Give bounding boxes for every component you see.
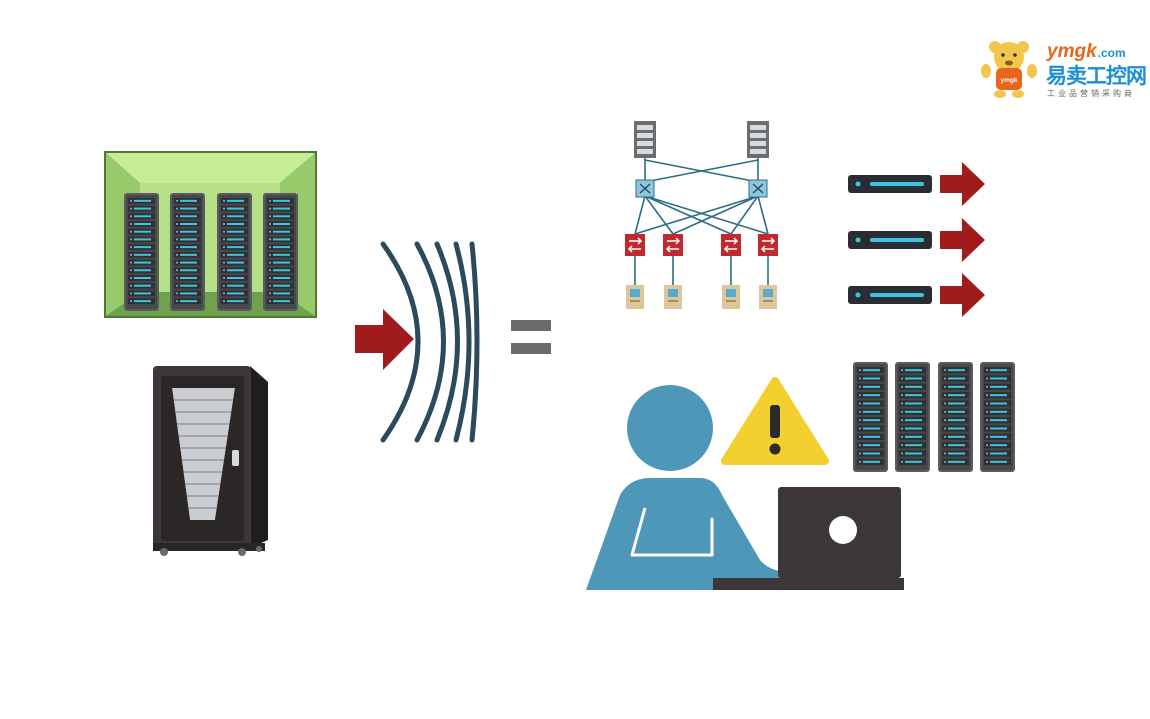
network-topology-icon <box>625 121 778 309</box>
topology-switch-1 <box>635 179 655 198</box>
topology-client-2 <box>664 285 682 309</box>
right-rack-4 <box>980 362 1015 472</box>
cabinet-mask-left <box>161 388 190 520</box>
output-server-row-3 <box>848 273 985 317</box>
topology-server-1 <box>634 121 656 158</box>
right-rack-2 <box>895 362 930 472</box>
topology-client-3 <box>722 285 740 309</box>
output-server-row-2 <box>848 218 985 262</box>
red-arrow-icon <box>355 309 414 370</box>
equals-sign-icon <box>511 320 551 354</box>
logo-brand-tld: .com <box>1097 46 1126 60</box>
topology-server-2 <box>747 121 769 158</box>
logo-tagline: 工业品营销采购商 <box>1047 89 1135 98</box>
topology-client-1 <box>626 285 644 309</box>
topology-client-4 <box>759 285 777 309</box>
topology-switch-2 <box>748 179 768 198</box>
room-rack-3 <box>217 193 252 311</box>
logo-mascot-icon: ymgk <box>981 41 1037 98</box>
admin-at-laptop-icon <box>586 385 904 590</box>
topology-router-1 <box>625 234 645 256</box>
cabinet-mask-right <box>215 388 244 520</box>
logo-mascot-badge: ymgk <box>1001 77 1018 84</box>
topology-router-4 <box>758 234 778 256</box>
output-server-row-1 <box>848 162 985 206</box>
server-racks-icon <box>853 362 1015 472</box>
right-rack-3 <box>938 362 973 472</box>
warning-icon <box>721 377 829 465</box>
wave-barrier-icon <box>380 241 480 443</box>
logo-brand-cn: 易卖工控网 <box>1046 64 1147 88</box>
server-cabinet-icon <box>153 366 268 556</box>
right-rack-1 <box>853 362 888 472</box>
logo-brand-text: ymgk.com <box>1047 41 1126 63</box>
topology-router-2 <box>663 234 683 256</box>
room-rack-4 <box>263 193 298 311</box>
room-rack-1 <box>124 193 159 311</box>
logo-brand-name: ymgk <box>1047 41 1097 62</box>
server-output-arrows-icon <box>848 162 985 317</box>
topology-router-3 <box>721 234 741 256</box>
room-rack-2 <box>170 193 205 311</box>
data-center-rack-room-icon <box>104 151 317 318</box>
